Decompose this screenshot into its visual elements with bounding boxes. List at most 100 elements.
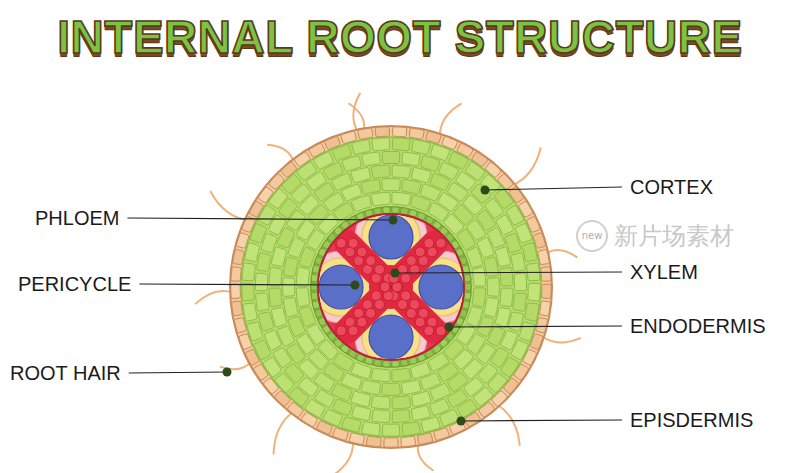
xylem-vessel (357, 247, 367, 257)
cell (412, 140, 430, 155)
cell (383, 207, 391, 214)
cell (402, 422, 420, 436)
watermark-logo (577, 221, 607, 251)
cell (314, 152, 333, 169)
cell (528, 283, 540, 301)
xylem-vessel (380, 282, 390, 292)
part-label: ENDODERMIS (630, 316, 766, 336)
cell (431, 144, 450, 160)
phloem (355, 201, 427, 273)
cell (511, 253, 525, 272)
root-hair (196, 291, 233, 304)
xylem-vessel (357, 317, 367, 327)
cell (352, 406, 371, 421)
epidermis-cells (231, 127, 551, 447)
cell (250, 224, 266, 243)
cell (269, 288, 282, 307)
leader-line (485, 187, 622, 190)
root-hair (440, 104, 461, 137)
phloem (355, 301, 427, 373)
phloem (319, 265, 363, 309)
cell (501, 358, 519, 377)
phloem (305, 251, 377, 323)
cell (374, 359, 382, 366)
cell (449, 152, 468, 169)
cell (402, 380, 421, 395)
phloem (369, 315, 413, 359)
cell (525, 303, 539, 321)
cell (362, 152, 380, 166)
part-label: ROOT HAIR (10, 363, 121, 383)
cell (275, 373, 294, 392)
root-hair (541, 336, 580, 343)
stele (318, 214, 464, 360)
cell (258, 206, 275, 225)
cell (392, 396, 411, 409)
cell (255, 273, 267, 291)
cell (500, 288, 513, 307)
cell (332, 144, 351, 160)
cell (516, 224, 532, 243)
cell (283, 278, 295, 297)
cell (392, 192, 411, 205)
part-label: EPISDERMIS (630, 410, 753, 430)
part-label: XYLEM (630, 262, 698, 282)
diagram-title: INTERNAL ROOT STRUCTURE (57, 14, 742, 60)
cell (495, 308, 510, 328)
cell (392, 207, 400, 214)
cell (256, 293, 269, 311)
leader-line (127, 218, 393, 220)
cell (464, 274, 471, 282)
cell (508, 312, 523, 331)
xylem-vessel (366, 256, 376, 266)
cell (296, 267, 309, 286)
xylem-vessel (380, 282, 390, 292)
cell (382, 424, 400, 436)
cell (297, 162, 316, 180)
cell (514, 273, 526, 291)
cell (392, 368, 411, 381)
root-hair (349, 104, 364, 132)
xylem-vessel (380, 282, 390, 292)
cell (382, 151, 400, 163)
cell (411, 406, 430, 421)
xylem-vessel (374, 300, 384, 310)
cell (464, 292, 471, 300)
cell (383, 361, 391, 368)
root-hair (353, 93, 360, 132)
cell (495, 247, 510, 267)
root-hair (334, 440, 353, 473)
phloem (405, 251, 477, 323)
xylem-vessel (415, 247, 425, 257)
leader-dot (445, 323, 454, 332)
leader-line (449, 326, 622, 327)
cell (242, 263, 255, 281)
cell (495, 189, 513, 208)
leader-dot (481, 186, 490, 195)
part-label: PERICYCLE (18, 274, 131, 294)
cell (382, 383, 401, 395)
cell (271, 308, 286, 328)
cell (358, 128, 373, 139)
cell (231, 267, 241, 281)
cell (484, 298, 499, 317)
xylem-vessel (398, 300, 408, 310)
phloem (362, 308, 420, 366)
watermark: new (582, 231, 603, 241)
cell (283, 257, 298, 276)
cell (361, 179, 380, 194)
cell (511, 340, 528, 359)
xylem-vessel (415, 317, 425, 327)
cell (540, 301, 551, 316)
cell (362, 422, 380, 436)
xylem-centre (369, 265, 413, 309)
cell (440, 409, 459, 426)
cell (542, 284, 552, 298)
cell (402, 152, 420, 166)
cell (342, 417, 361, 432)
leader-line (139, 284, 355, 285)
cell (522, 243, 537, 262)
cell (392, 138, 410, 151)
cell (296, 288, 309, 307)
xylem-vessel (436, 326, 446, 336)
